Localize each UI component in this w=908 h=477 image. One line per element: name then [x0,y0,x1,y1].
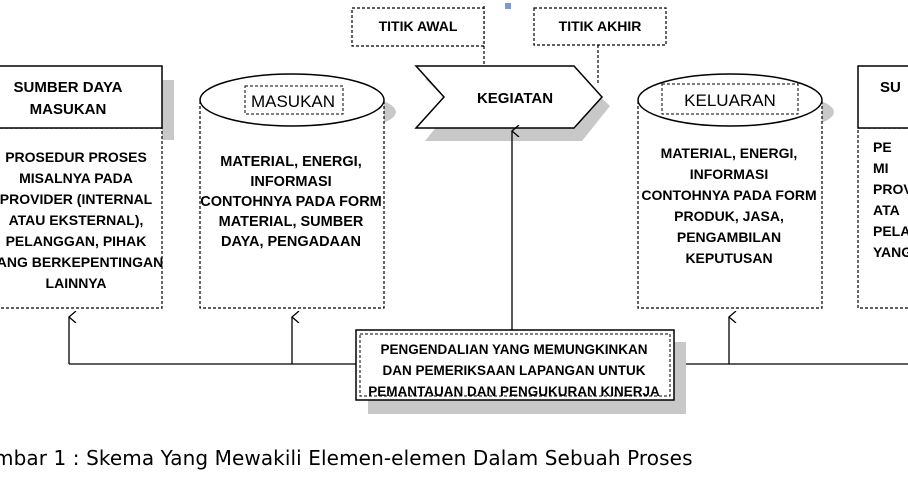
sm-body-line: MISALNYA PADA [19,170,133,186]
sumber-masukan-node: SUMBER DAYA MASUKAN PROSEDUR PROSES MISALN… [0,65,174,309]
sk-body-line: PROV [873,181,908,197]
kl-body-line: INFORMASI [690,166,769,182]
sk-body-line: PELANG [873,223,908,239]
sk-body-line: MI [873,160,889,176]
sumber-keluaran-title: SU [880,79,901,96]
sumber-masukan-body: PROSEDUR PROSES MISALNYA PADA PROVIDER (IN… [0,149,163,291]
mk-body-line: MATERIAL, ENERGI, [220,154,362,170]
kl-body-line: KEPUTUSAN [685,250,772,266]
kegiatan-label: KEGIATAN [477,90,553,107]
sumber-keluaran-node: SU PE MI PROV ATA PELANG YANG [857,65,908,309]
sm-body-line: PROSEDUR PROSES [5,149,147,165]
masukan-node: MASUKAN MATERIAL, ENERGI, INFORMASI CONTOH… [199,73,396,309]
sumber-keluaran-body: PE MI PROV ATA PELANG YANG [873,139,908,260]
kl-body-line: PENGAMBILAN [677,229,781,245]
pengendalian-node: PENGENDALIAN YANG MEMUNGKINKAN DAN PEMERI… [355,329,686,414]
mk-body-line: CONTOHNYA PADA FORM [200,194,382,210]
masukan-title: MASUKAN [251,92,335,111]
figure-caption: mbar 1 : Skema Yang Mewakili Elemen-elem… [0,446,693,470]
kl-body-line: MATERIAL, ENERGI, [661,145,798,161]
sm-body-line: PROVIDER (INTERNAL [0,191,153,207]
pengendalian-text: PENGENDALIAN YANG MEMUNGKINKAN DAN PEMERI… [368,342,660,399]
keluaran-title: KELUARAN [684,91,776,110]
pg-body-line: PEMANTAUAN DAN PENGUKURAN KINERJA [368,384,660,399]
keluaran-node: KELUARAN MATERIAL, ENERGI, INFORMASI CONTO… [637,73,834,309]
sm-body-line: PELANGGAN, PIHAK [6,233,147,249]
mk-body-line: DAYA, PENGADAAN [221,234,361,250]
masukan-body: MATERIAL, ENERGI, INFORMASI CONTOHNYA PADA… [200,154,382,250]
mk-body-line: MATERIAL, SUMBER [219,214,364,230]
titik-awal-label: TITIK AWAL [379,18,458,34]
sk-body-line: YANG [873,244,908,260]
sm-body-line: LAINNYA [46,275,107,291]
titik-akhir-box: TITIK AKHIR [533,7,667,84]
keluaran-body: MATERIAL, ENERGI, INFORMASI CONTOHNYA PADA… [641,145,816,266]
sm-body-line: YANG BERKEPENTINGAN [0,254,163,270]
pg-body-line: DAN PEMERIKSAAN LAPANGAN UNTUK [383,363,646,378]
kl-body-line: PRODUK, JASA, [674,208,784,224]
mk-body-line: INFORMASI [250,174,331,190]
sm-body-line: ATAU EKSTERNAL), [9,212,144,228]
sk-body-line: PE [873,139,892,155]
kl-body-line: CONTOHNYA PADA FORM [641,187,816,203]
sumber-masukan-title: SUMBER DAYA MASUKAN [14,79,123,118]
sm-title-line: SUMBER DAYA [14,79,123,96]
titik-awal-box: TITIK AWAL [351,6,485,68]
sk-title-line: SU [880,79,901,96]
sm-title-line: MASUKAN [30,101,107,118]
kegiatan-chevron: KEGIATAN [414,65,610,141]
titik-akhir-label: TITIK AKHIR [559,18,642,34]
selection-handle [505,3,511,9]
sk-body-line: ATA [873,202,900,218]
pg-body-line: PENGENDALIAN YANG MEMUNGKINKAN [380,342,647,357]
